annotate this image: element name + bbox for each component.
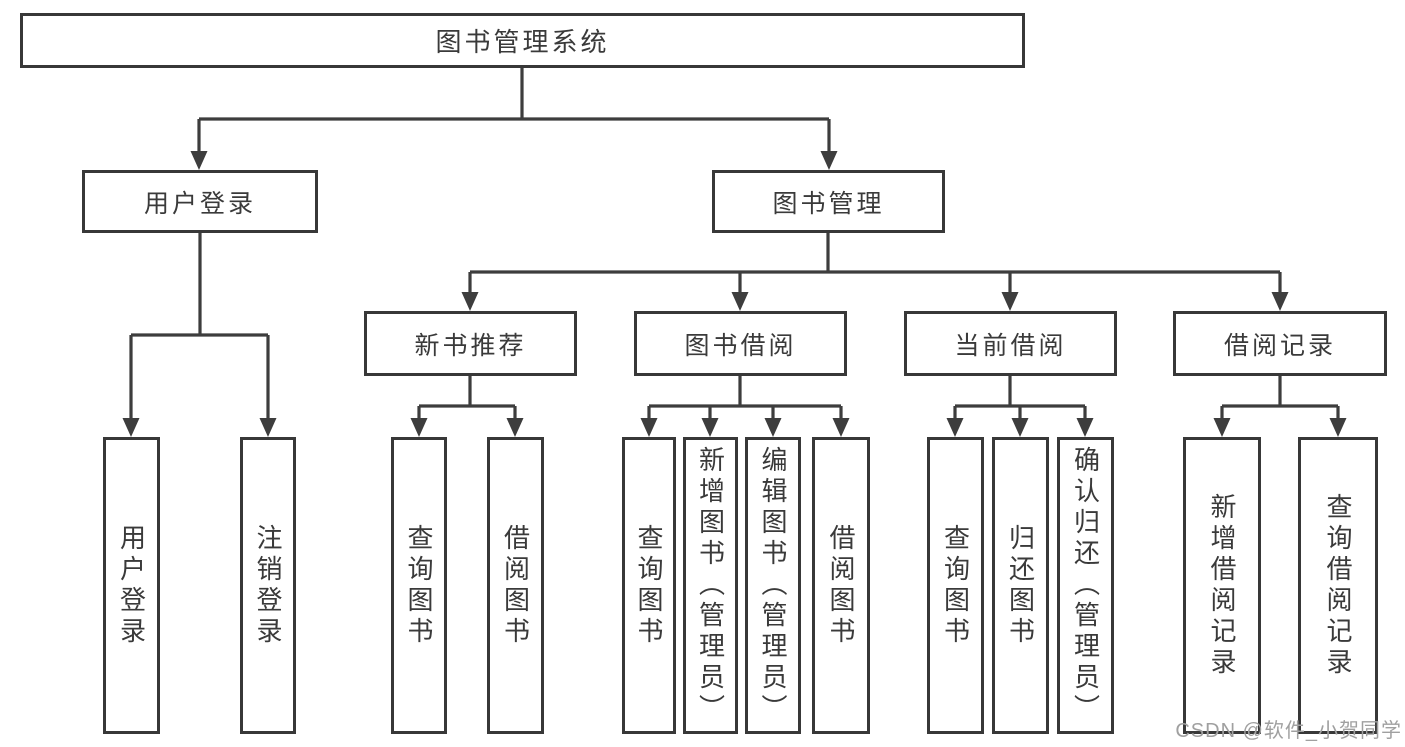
leaf-user-login: 用户登录 [103, 437, 160, 734]
node-label: 归还图书 [1005, 523, 1036, 648]
node-label: 图书借阅 [684, 331, 797, 360]
node-label: 图书管理 [772, 189, 885, 218]
node-label: 当前借阅 [954, 331, 1067, 360]
node-label: 查询图书 [404, 523, 434, 648]
node-label: 查询图书 [940, 523, 971, 648]
node-label: 注销登录 [253, 523, 283, 648]
node-library-management-system: 图书管理系统 [20, 13, 1025, 68]
leaf-query-books-current: 查询图书 [927, 437, 984, 734]
node-new-book-recommendation: 新书推荐 [364, 311, 577, 376]
leaf-add-books-admin: 新增图书（管理员） [683, 437, 738, 734]
node-label: 借阅图书 [500, 523, 531, 648]
node-book-borrowing: 图书借阅 [634, 311, 847, 376]
node-label: 新增图书（管理员） [695, 446, 726, 725]
node-label: 查询借阅记录 [1323, 492, 1353, 679]
node-label: 新增借阅记录 [1207, 492, 1237, 679]
node-user-login: 用户登录 [82, 170, 318, 233]
leaf-return-books: 归还图书 [992, 437, 1049, 734]
leaf-borrow-books-recommend: 借阅图书 [487, 437, 544, 734]
leaf-confirm-return-admin: 确认归还（管理员） [1057, 437, 1114, 734]
node-book-management: 图书管理 [712, 170, 945, 233]
node-borrowing-records: 借阅记录 [1173, 311, 1387, 376]
leaf-borrow-books: 借阅图书 [812, 437, 870, 734]
node-label: 图书管理系统 [435, 27, 610, 57]
node-label: 新书推荐 [414, 331, 527, 360]
leaf-logout: 注销登录 [240, 437, 296, 734]
node-label: 借阅记录 [1223, 331, 1336, 360]
leaf-query-books-recommend: 查询图书 [391, 437, 447, 734]
csdn-watermark: CSDN @软件_小贺同学 [1175, 720, 1402, 742]
node-label: 编辑图书（管理员） [758, 446, 788, 725]
node-label: 用户登录 [116, 523, 147, 648]
leaf-edit-books-admin: 编辑图书（管理员） [745, 437, 801, 734]
node-label: 确认归还（管理员） [1070, 446, 1101, 725]
node-label: 用户登录 [143, 189, 256, 218]
node-label: 查询图书 [634, 523, 664, 648]
node-label: 借阅图书 [826, 523, 856, 648]
leaf-add-borrow-record: 新增借阅记录 [1183, 437, 1261, 734]
leaf-query-borrow-record: 查询借阅记录 [1298, 437, 1378, 734]
leaf-query-books-borrowing: 查询图书 [622, 437, 676, 734]
node-current-borrowing: 当前借阅 [904, 311, 1117, 376]
